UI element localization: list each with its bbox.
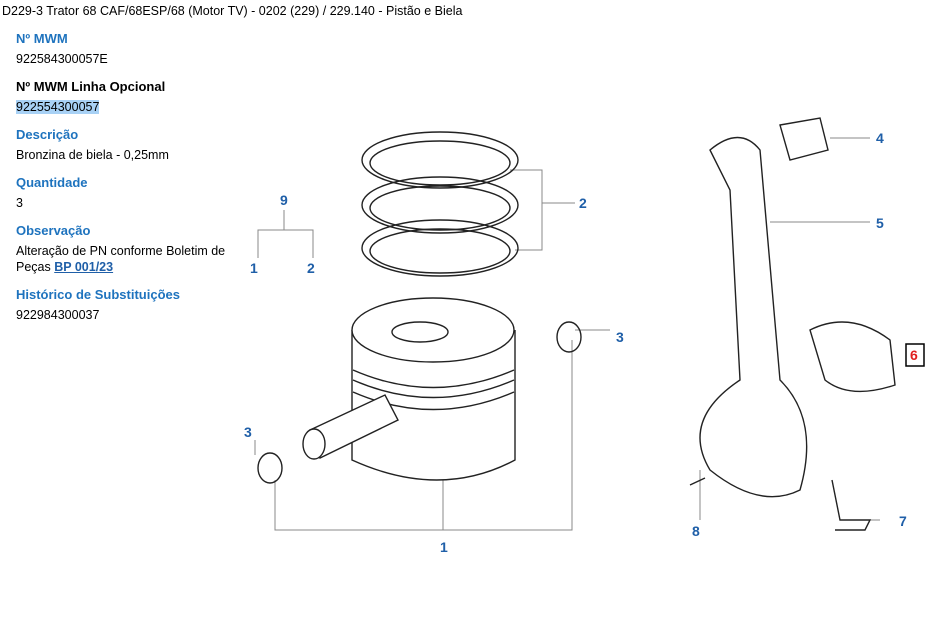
rod-bolt — [831, 479, 872, 531]
callout-6-highlight-box — [905, 343, 925, 367]
callout-2-small[interactable]: 2 — [307, 260, 315, 276]
breadcrumb: D229-3 Trator 68 CAF/68ESP/68 (Motor TV)… — [2, 4, 463, 18]
description-label: Descrição — [16, 127, 79, 142]
description-value: Bronzina de biela - 0,25mm — [16, 148, 169, 162]
observation-label: Observação — [16, 223, 91, 238]
callout-8[interactable]: 8 — [692, 523, 700, 539]
circlip-left — [257, 452, 283, 484]
optional-line-value[interactable]: 922554300057 — [16, 100, 100, 114]
callout-3-right[interactable]: 3 — [616, 329, 624, 345]
callout-9[interactable]: 9 — [280, 192, 288, 208]
callout-1-small[interactable]: 1 — [250, 260, 258, 276]
bulletin-link[interactable]: BP 001/23 — [54, 260, 114, 274]
callout-5[interactable]: 5 — [876, 215, 884, 231]
callout-4[interactable]: 4 — [876, 130, 884, 146]
optional-line-label: Nº MWM Linha Opcional — [16, 79, 166, 94]
piston-rings — [361, 131, 519, 277]
piston — [302, 297, 516, 481]
mwm-label: Nº MWM — [16, 31, 68, 46]
quantity-label: Quantidade — [16, 175, 88, 190]
rod-bearing-shells — [809, 321, 896, 393]
callout-6[interactable]: 6 — [910, 347, 918, 363]
dowel-pin — [689, 477, 706, 486]
circlip-right — [556, 321, 582, 353]
callout-1[interactable]: 1 — [440, 539, 448, 555]
mwm-value: 922584300057E — [16, 52, 108, 66]
callout-7[interactable]: 7 — [899, 513, 907, 529]
quantity-value: 3 — [16, 196, 23, 210]
part-info-panel: Nº MWM 922584300057E Nº MWM Linha Opcion… — [16, 31, 246, 323]
callout-2[interactable]: 2 — [579, 195, 587, 211]
history-value: 922984300037 — [16, 308, 100, 322]
callout-3-left[interactable]: 3 — [244, 424, 252, 440]
history-label: Histórico de Substituições — [16, 287, 180, 302]
small-end-bushing — [779, 117, 829, 161]
connecting-rod — [699, 136, 808, 498]
observation-text: Alteração de PN conforme Boletim de Peça… — [16, 244, 226, 274]
